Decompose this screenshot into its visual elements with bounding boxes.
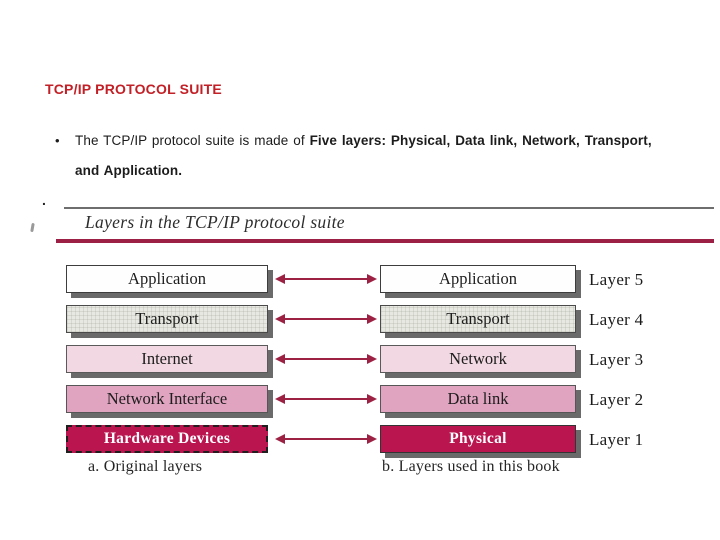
double-arrow-icon — [275, 354, 377, 364]
layer-number-label: Layer 5 — [589, 270, 644, 289]
caption-book-layers: b. Layers used in this book — [382, 458, 560, 475]
layer-number-label: Layer 1 — [589, 430, 644, 449]
bullet-line1-normal: The TCP/IP protocol suite is made of — [75, 133, 310, 148]
bullet-text: The TCP/IP protocol suite is made of Fiv… — [75, 131, 715, 180]
scan-artifact-mark — [30, 222, 35, 233]
right-layer-box: Application — [380, 265, 576, 293]
left-layer-box: Internet — [66, 345, 268, 373]
left-layer-box: Application — [66, 265, 268, 293]
left-layer-box: Transport — [66, 305, 268, 333]
bullet-line2-bold: and Application. — [75, 163, 183, 178]
layer-row-1: Hardware Devices Physical Layer 1 — [0, 425, 720, 454]
bullet-line-1: The TCP/IP protocol suite is made of Fiv… — [75, 131, 715, 150]
left-layer-box: Hardware Devices — [66, 425, 268, 453]
right-layer-box: Data link — [380, 385, 576, 413]
layer-row-2: Network Interface Data link Layer 2 — [0, 385, 720, 414]
layer-row-3: Internet Network Layer 3 — [0, 345, 720, 374]
left-layer-label: Network Interface — [106, 389, 228, 408]
layer-row-4: Transport Transport Layer 4 — [0, 305, 720, 334]
layer-number-label: Layer 4 — [589, 310, 644, 329]
bullet-line-2: and Application. — [75, 161, 715, 180]
figure-accent-rule — [56, 239, 714, 243]
figure-top-rule — [64, 207, 714, 209]
layer-number-label: Layer 2 — [589, 390, 644, 409]
figure-title: Layers in the TCP/IP protocol suite — [85, 212, 345, 232]
bullet-line1-bold: Five layers: Physical, Data link, Networ… — [309, 133, 652, 148]
left-layer-label: Internet — [141, 349, 193, 368]
right-layer-box: Physical — [380, 425, 576, 453]
right-layer-box: Transport — [380, 305, 576, 333]
right-layer-label: Physical — [449, 430, 507, 447]
double-arrow-icon — [275, 274, 377, 284]
right-layer-label: Data link — [447, 389, 509, 408]
left-layer-box: Network Interface — [66, 385, 268, 413]
page-title: TCP/IP PROTOCOL SUITE — [45, 81, 222, 97]
bullet-icon: . — [42, 192, 46, 208]
right-layer-label: Network — [449, 349, 507, 368]
right-layer-box: Network — [380, 345, 576, 373]
double-arrow-icon — [275, 434, 377, 444]
right-layer-label: Transport — [446, 309, 510, 328]
double-arrow-icon — [275, 394, 377, 404]
caption-original-layers: a. Original layers — [88, 458, 203, 475]
left-layer-label: Transport — [135, 309, 199, 328]
double-arrow-icon — [275, 314, 377, 324]
layer-row-5: Application Application Layer 5 — [0, 265, 720, 294]
left-layer-label: Hardware Devices — [103, 430, 231, 447]
right-layer-label: Application — [439, 269, 517, 288]
bullet-icon: • — [55, 133, 60, 148]
layer-number-label: Layer 3 — [589, 350, 644, 369]
left-layer-label: Application — [128, 269, 206, 288]
